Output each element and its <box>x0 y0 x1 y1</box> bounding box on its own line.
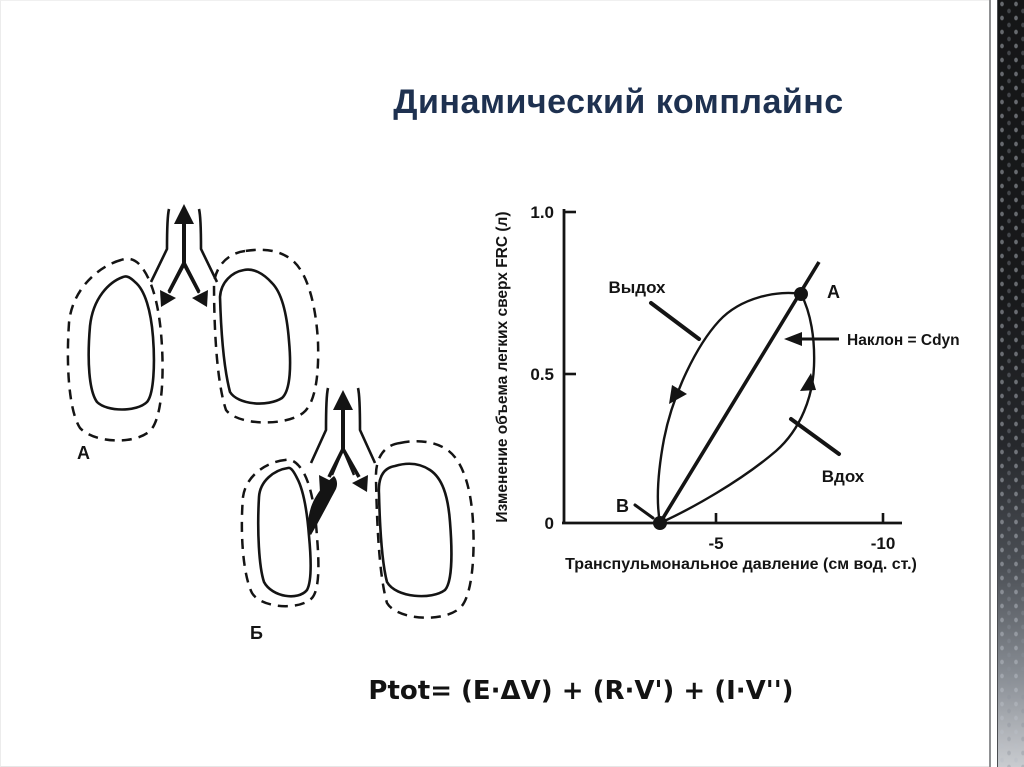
y-axis-label: Изменение объема легких сверх FRC (л) <box>494 211 511 522</box>
lung-diagram-b: Б <box>240 387 475 643</box>
slope-label: Наклон = Cdyn <box>847 332 960 349</box>
left-lung-b <box>256 466 312 598</box>
inhale-direction-arrowhead <box>800 373 816 391</box>
right-lung-b <box>377 462 453 598</box>
lung-b-label: Б <box>250 623 263 643</box>
point-a-dot <box>794 287 808 301</box>
y-tick-0: 0 <box>545 514 554 533</box>
lung-a-label: А <box>77 443 90 463</box>
carina-a <box>167 262 201 294</box>
airflow-arrows-b <box>319 390 368 492</box>
left-lung-a <box>87 275 156 411</box>
point-b-dot <box>653 516 667 530</box>
x-axis-label: Транспульмональное давление (см вод. ст.… <box>565 556 917 573</box>
inhale-label: Вдох <box>822 467 865 486</box>
point-b-label: B <box>616 496 629 516</box>
x-tick-10: -10 <box>871 534 896 553</box>
axes <box>562 209 902 525</box>
background-texture <box>997 0 1024 767</box>
slide: Динамический комплайнс <box>0 0 989 767</box>
x-tick-5: -5 <box>708 534 723 553</box>
left-chest-dashed-b <box>240 458 320 608</box>
right-lung-a <box>218 268 292 405</box>
trachea-a <box>149 208 171 283</box>
slope-arrowhead <box>784 332 802 346</box>
right-chest-dashed-b <box>374 439 475 619</box>
formula: Ptot= (E·ΔV) + (R·V') + (I·V'') <box>368 676 794 706</box>
pv-loop <box>653 261 821 530</box>
slide-title: Динамический комплайнс <box>393 83 844 121</box>
y-tick-1: 1.0 <box>530 203 554 222</box>
airflow-arrows-a <box>160 204 208 307</box>
pv-loop-chart: 1.0 0.5 0 -5 -10 Транспульмональное давл… <box>494 203 960 573</box>
exhale-label: Выдох <box>608 278 666 297</box>
annotations: Выдох Вдох Наклон = Cdyn A B <box>608 278 960 520</box>
lungs-diagram: А Б <box>66 204 475 643</box>
exhale-direction-arrowhead <box>669 385 687 404</box>
exhale-pointer-line <box>649 301 701 341</box>
trachea-b <box>309 387 330 464</box>
left-chest-dashed-a <box>66 257 164 442</box>
exhale-curve <box>656 291 802 524</box>
slide-edge-line <box>989 0 991 767</box>
inhale-pointer-line <box>789 417 841 456</box>
obstruction-blob <box>308 476 338 535</box>
point-b-pointer-line <box>633 503 655 520</box>
cdyn-slope-line <box>658 261 821 524</box>
point-a-label: A <box>827 282 840 302</box>
lung-diagram-a: А <box>66 204 320 463</box>
y-tick-05: 0.5 <box>530 365 554 384</box>
right-chest-dashed-a <box>212 248 320 424</box>
